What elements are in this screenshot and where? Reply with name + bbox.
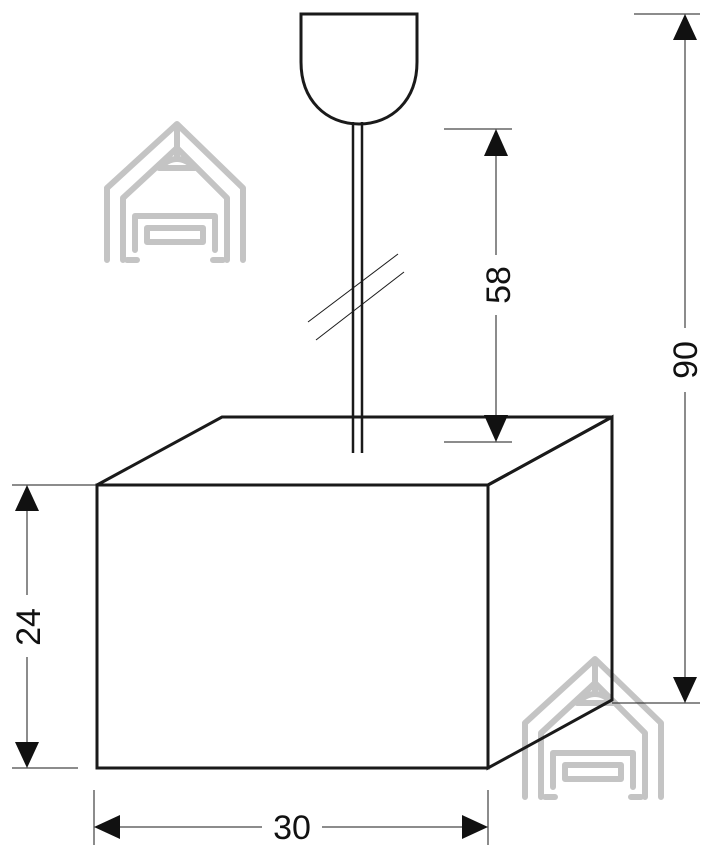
arrow-up-58-icon [484,129,508,156]
label-shade-width: 30 [273,809,311,847]
box-lamp-shade [95,414,614,771]
dimension-shade-height: 24 [10,484,97,769]
shade-front-face [95,483,490,770]
cable-break-mark-1 [307,253,399,323]
arrow-up-24-icon [15,485,39,511]
arrow-left-30-icon [94,815,120,839]
arrow-right-30-icon [462,815,488,839]
cable-break-mark-2 [315,271,405,341]
watermark-logo-bottom-right-icon [522,656,664,800]
label-cable-length: 58 [480,266,518,304]
arrow-up-90-icon [673,14,697,40]
dimension-cable-length: 58 [444,128,518,443]
dimension-total-height: 90 [612,13,705,704]
watermark-logo-top-left-icon [104,121,246,263]
arrow-down-24-icon [15,742,39,768]
label-shade-height: 24 [10,608,48,646]
dimension-shade-width: 30 [93,790,489,847]
arrow-down-90-icon [673,677,697,703]
arrow-down-58-icon [484,415,508,442]
ceiling-canopy [299,12,419,126]
shade-side-face [486,414,614,771]
label-total-height: 90 [667,341,705,379]
shade-top-face [96,415,613,487]
